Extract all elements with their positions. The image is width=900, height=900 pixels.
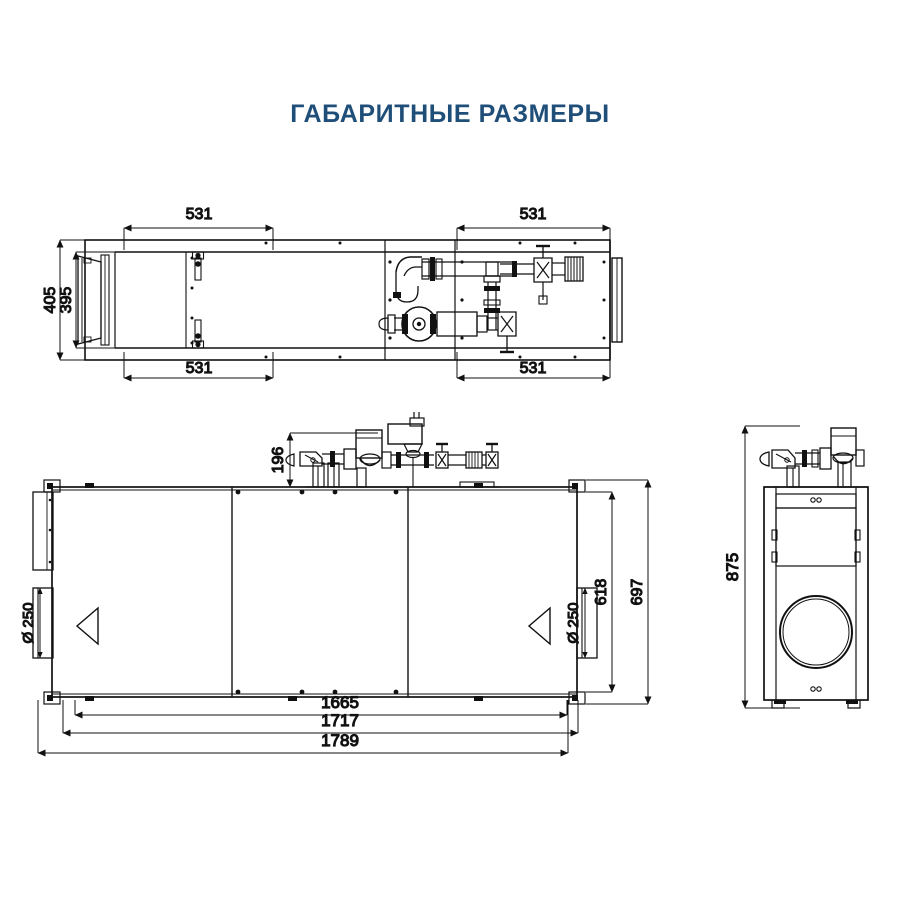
dim-label-diameter-250-right: Ø 250 — [565, 603, 582, 644]
dim-1789 — [37, 700, 569, 757]
dim-label-875: 875 — [723, 553, 742, 581]
front-view-group: 196 Ø 250 Ø 250 618 — [19, 412, 652, 757]
dim-531-bottom-right — [456, 352, 611, 382]
dim-531-bottom-left — [123, 352, 274, 382]
airflow-triangle-left — [75, 606, 99, 646]
dim-395 — [72, 251, 120, 349]
dim-1717 — [62, 700, 579, 737]
dim-196 — [286, 432, 378, 488]
side-view-group: 875 — [722, 425, 869, 709]
cabinet-fixings — [85, 483, 483, 701]
dim-875 — [741, 425, 800, 709]
airflow-triangle-right — [527, 606, 551, 646]
dim-label-531-top-right: 531 — [520, 206, 547, 223]
dim-1665 — [74, 700, 568, 719]
page-title: ГАБАРИТНЫЕ РАЗМЕРЫ — [290, 100, 610, 128]
dim-405 — [56, 239, 120, 361]
dim-618 — [586, 491, 616, 693]
dim-label-618: 618 — [593, 579, 610, 606]
dim-697 — [586, 479, 652, 705]
hydronic-manifold-side-view — [759, 427, 868, 488]
latch-hardware-top — [191, 251, 205, 349]
dim-label-1789: 1789 — [321, 731, 359, 750]
dim-label-697: 697 — [629, 579, 646, 606]
dim-531-top-left — [123, 224, 274, 250]
hydronic-manifold-top-view — [378, 244, 584, 354]
top-view-group: 405 395 531 — [41, 205, 623, 382]
hydronic-manifold-front-view — [285, 412, 500, 488]
dim-531-top-right — [456, 224, 611, 250]
dim-label-1717: 1717 — [321, 711, 359, 730]
dim-label-531-bottom-right: 531 — [520, 360, 547, 377]
dim-label-405: 405 — [42, 287, 59, 314]
dim-label-395: 395 — [58, 287, 75, 314]
dim-label-diameter-250-left: Ø 250 — [20, 603, 37, 644]
dim-label-196: 196 — [270, 447, 287, 474]
mounting-brackets — [43, 479, 586, 705]
dim-label-531-bottom-left: 531 — [186, 360, 213, 377]
dim-label-531-top-left: 531 — [186, 206, 213, 223]
dim-label-1665: 1665 — [321, 693, 359, 712]
